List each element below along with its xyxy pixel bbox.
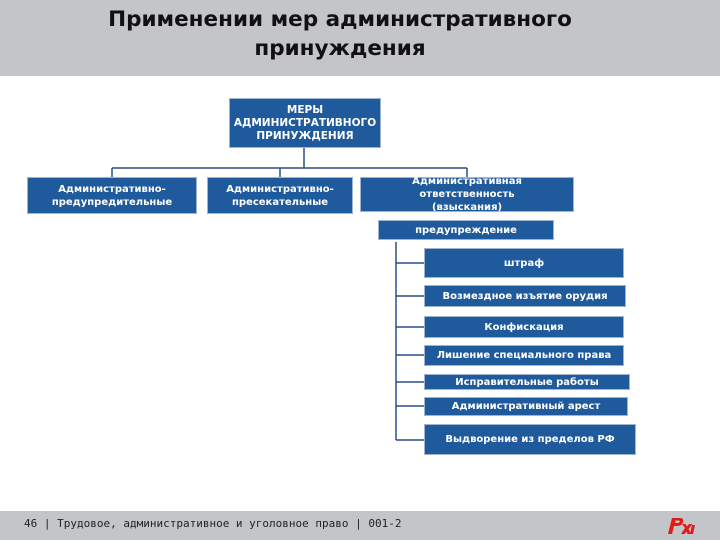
header-bar: Применении мер административного принужд…	[0, 0, 720, 76]
page-title: Применении мер административного принужд…	[108, 7, 572, 61]
category-suppressive-label: Административно-пресекательные	[226, 183, 334, 208]
footer-sep-2: |	[355, 517, 369, 530]
penalty-expulsion-label: Выдворение из пределов РФ	[445, 434, 615, 445]
penalty-fine-label: штраф	[503, 257, 545, 269]
footer-bar: 46 | Трудовое, административное и уголов…	[0, 511, 720, 540]
penalty-confiscation: Конфискация	[424, 316, 624, 338]
penalty-expulsion: Выдворение из пределов РФ	[424, 424, 636, 455]
category-liability: Административная ответственность (взыска…	[360, 176, 574, 213]
penalty-deprivation-label: Лишение специального права	[436, 350, 612, 361]
category-suppressive: Административно-пресекательные	[207, 177, 353, 214]
footer-text: 46 | Трудовое, административное и уголов…	[24, 517, 402, 530]
footer-sep-1: |	[43, 517, 58, 530]
penalty-arrest: Административный арест	[424, 397, 628, 416]
penalty-confiscation-label: Конфискация	[484, 321, 564, 333]
rzd-logo-icon	[668, 518, 695, 534]
penalty-correctional-work-label: Исправительные работы	[455, 376, 599, 388]
category-liability-label: Административная ответственность (взыска…	[412, 176, 522, 213]
penalty-deprivation: Лишение специального права	[424, 345, 624, 366]
penalty-fine: штраф	[424, 248, 624, 278]
page-number: 46	[24, 517, 38, 530]
penalty-arrest-label: Административный арест	[451, 401, 601, 412]
penalty-correctional-work: Исправительные работы	[424, 374, 630, 390]
penalty-paid-seizure-label: Возмездное изъятие орудия	[442, 290, 608, 302]
category-preventive-label: Административно-предупредительные	[51, 183, 173, 208]
penalty-paid-seizure: Возмездное изъятие орудия	[424, 285, 626, 307]
course-code: 001-2	[368, 517, 402, 530]
course-name: Трудовое, административное и уголовное п…	[57, 517, 349, 530]
penalty-warning-label: предупреждение	[415, 224, 517, 236]
root-node: МЕРЫ АДМИНИСТРАТИВНОГО ПРИНУЖДЕНИЯ	[229, 98, 381, 148]
root-label: МЕРЫ АДМИНИСТРАТИВНОГО ПРИНУЖДЕНИЯ	[233, 103, 377, 142]
category-preventive: Административно-предупредительные	[27, 177, 197, 214]
penalty-warning: предупреждение	[378, 220, 554, 240]
